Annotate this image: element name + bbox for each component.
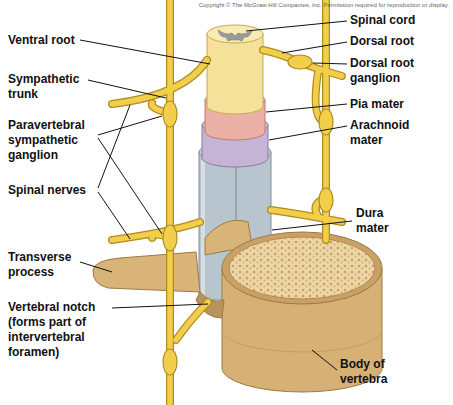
part-label: Dorsal root xyxy=(350,34,445,49)
leader-lines xyxy=(80,21,352,370)
part-label: Arachnoid mater xyxy=(350,118,422,148)
part-label: Vertebral notch (forms part of intervert… xyxy=(8,300,112,360)
part-label: Pia mater xyxy=(350,97,445,112)
part-label: Sympathetic trunk xyxy=(8,72,100,102)
copyright-note: Copyright © The McGraw-Hill Companies, I… xyxy=(145,1,449,9)
spinal-cord xyxy=(207,25,263,114)
vertebra xyxy=(93,220,382,392)
part-label: Dorsal root ganglion xyxy=(350,56,432,86)
part-label: Dura mater xyxy=(356,206,408,236)
ganglia xyxy=(163,55,333,375)
part-label: Transverse process xyxy=(8,250,88,280)
part-label: Paravertebral sympathetic ganglion xyxy=(8,118,104,163)
part-label: Ventral root xyxy=(8,33,98,48)
part-label: Body of vertebra xyxy=(340,357,412,387)
part-label: Spinal nerves xyxy=(8,183,108,198)
part-label: Spinal cord xyxy=(350,13,445,28)
nerves xyxy=(112,0,342,405)
